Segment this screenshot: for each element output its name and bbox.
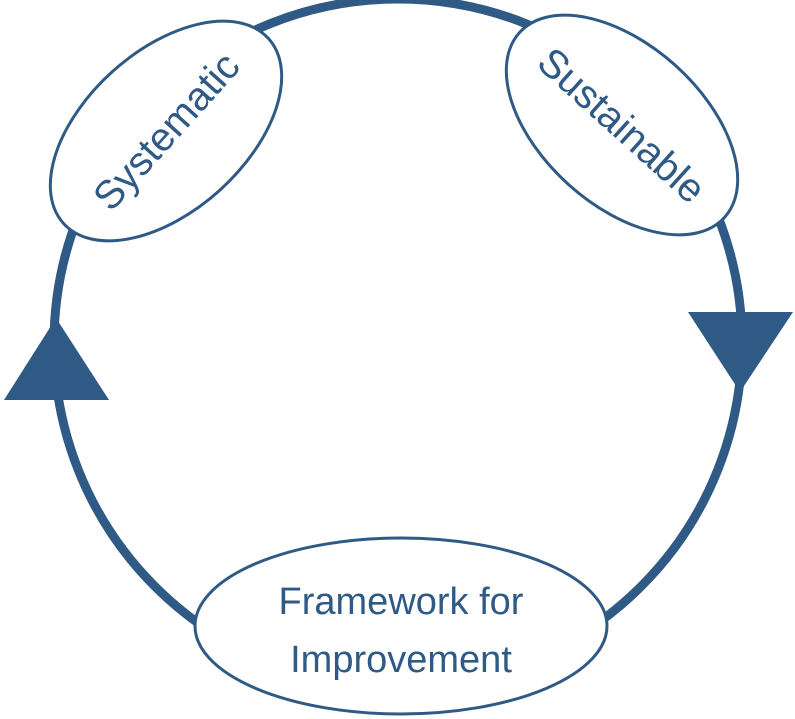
- node-sustainable: Sustainable: [504, 13, 740, 237]
- node-framework-label-line2: Improvement: [290, 639, 512, 681]
- up-arrow-icon: [4, 318, 109, 400]
- node-framework-ellipse: [193, 536, 609, 716]
- node-sustainable-ellipse: [504, 13, 740, 237]
- node-framework-label-line1: Framework for: [279, 581, 524, 623]
- node-systematic-ellipse: [48, 19, 284, 243]
- down-arrow-icon: [688, 312, 793, 392]
- node-framework: Framework for Improvement: [193, 536, 609, 716]
- node-systematic: Systematic: [48, 19, 284, 243]
